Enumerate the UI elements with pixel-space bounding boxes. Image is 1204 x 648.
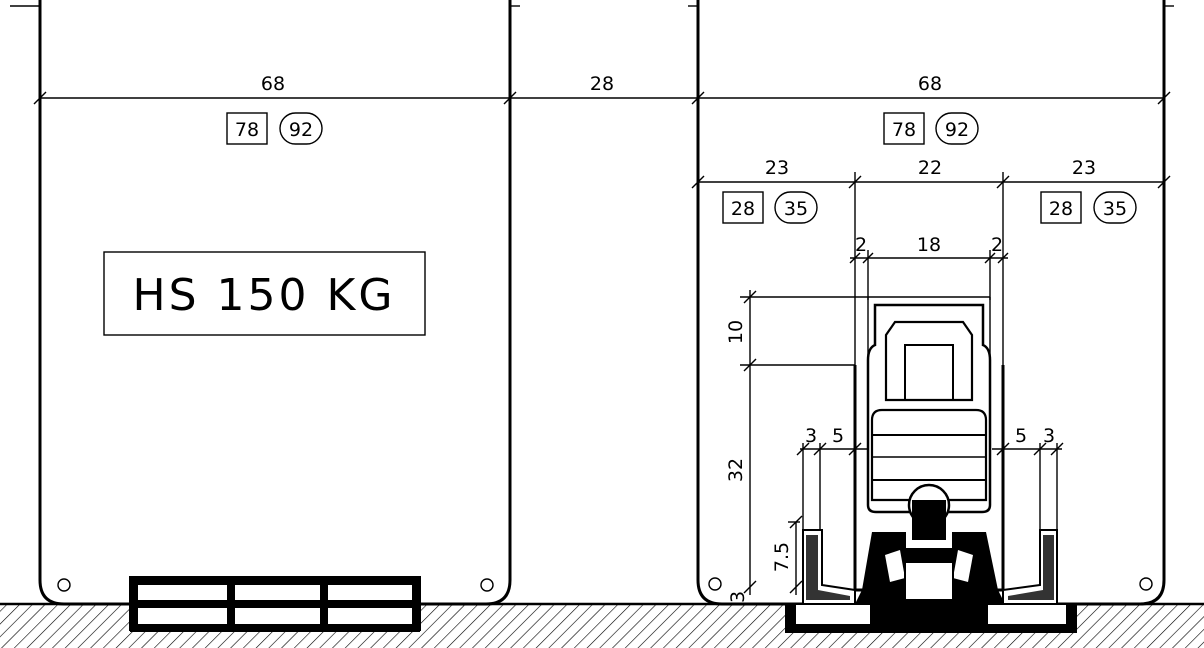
section-codes-left: 28 35 — [722, 191, 818, 224]
side-gap-dimensions: 3 5 5 3 — [796, 425, 1064, 535]
roller-carriage — [866, 303, 992, 540]
base-label: 3 — [727, 591, 749, 603]
height-top-label: 10 — [725, 320, 747, 344]
height-dimensions: 10 32 — [725, 290, 868, 595]
right-codes: 78 92 — [883, 112, 979, 145]
left-oval-code: 92 — [289, 119, 313, 141]
right-gap-a-label: 5 — [1015, 425, 1027, 447]
left-section-oval-code: 35 — [784, 198, 808, 220]
left-box-code: 78 — [235, 119, 259, 141]
gap-dimension: 28 — [510, 73, 705, 105]
model-label: HS 150 KG — [133, 270, 396, 321]
gap-label: 28 — [590, 73, 614, 95]
left-seal — [802, 529, 856, 605]
inner-width-label: 18 — [917, 234, 941, 256]
seal-height-label: 7.5 — [771, 542, 793, 572]
small-right-label: 2 — [991, 234, 1003, 256]
left-width-label: 68 — [261, 73, 285, 95]
left-codes: 78 92 — [226, 112, 323, 145]
model-label-box: HS 150 KG — [103, 251, 426, 336]
right-gap-b-label: 3 — [1043, 425, 1055, 447]
right-oval-code: 92 — [945, 119, 969, 141]
left-gap-b-label: 5 — [832, 425, 844, 447]
left-section-label: 23 — [765, 157, 789, 179]
section-dimensions: 23 22 23 — [691, 157, 1171, 365]
section-codes-right: 28 35 — [1040, 191, 1137, 224]
right-section-label: 23 — [1072, 157, 1096, 179]
left-width-dimension: 68 — [33, 73, 517, 105]
right-width-label: 68 — [918, 73, 942, 95]
seal-dimensions: 7.5 3 — [727, 515, 803, 603]
bottom-track — [855, 532, 1005, 604]
height-main-label: 32 — [725, 458, 747, 482]
small-left-label: 2 — [855, 234, 867, 256]
right-seal — [1002, 529, 1058, 605]
left-track-profile — [129, 576, 421, 632]
base-rail — [785, 603, 1077, 633]
center-section-label: 22 — [918, 157, 942, 179]
right-box-code: 78 — [892, 119, 916, 141]
roller-width-dimensions: 2 18 2 — [849, 234, 1009, 300]
right-section-box-code: 28 — [1049, 198, 1073, 220]
left-section-box-code: 28 — [731, 198, 755, 220]
right-section-oval-code: 35 — [1103, 198, 1127, 220]
right-width-dimension: 68 — [698, 73, 1171, 105]
left-gap-a-label: 3 — [805, 425, 817, 447]
